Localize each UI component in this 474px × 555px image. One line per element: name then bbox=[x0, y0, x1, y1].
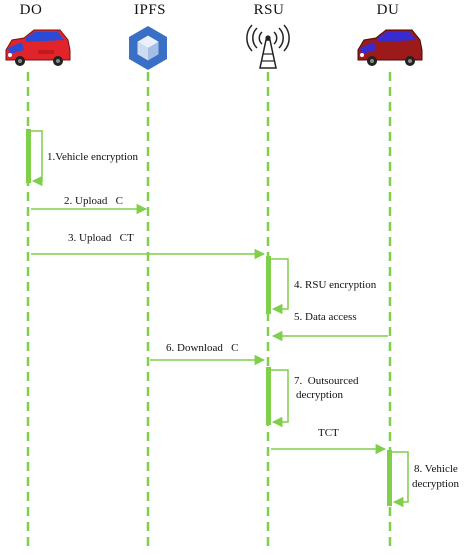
label-upload-c: 2. Upload C bbox=[64, 195, 123, 207]
label-download-c: 6. Download C bbox=[166, 342, 239, 354]
self-arrow-vehicle-decryption bbox=[392, 451, 409, 508]
label-data-access: 5. Data access bbox=[294, 311, 357, 323]
label-decryption-du: decryption bbox=[412, 478, 460, 490]
participant-do-label: DO bbox=[19, 2, 43, 18]
label-tct: TCT bbox=[318, 427, 339, 439]
participant-ipfs-label: IPFS bbox=[133, 2, 167, 18]
self-arrow-vehicle-encryption bbox=[31, 130, 43, 187]
participant-du-label: DU bbox=[376, 2, 400, 18]
activation-rsu-1 bbox=[266, 256, 271, 314]
dark-red-car-icon bbox=[357, 29, 423, 66]
activation-do bbox=[26, 129, 31, 183]
antenna-tower-icon bbox=[246, 24, 290, 69]
label-decryption-rsu: decryption bbox=[296, 389, 344, 401]
self-arrow-outsourced-decryption bbox=[271, 369, 289, 428]
label-upload-ct: 3. Upload CT bbox=[68, 232, 134, 244]
participant-rsu-label: RSU bbox=[253, 2, 285, 18]
label-rsu-encryption: 4. RSU encryption bbox=[294, 279, 377, 291]
label-vehicle: 8. Vehicle bbox=[414, 463, 458, 475]
label-outsourced: 7. Outsourced bbox=[294, 375, 359, 387]
red-car-icon bbox=[5, 29, 71, 66]
activation-du bbox=[387, 450, 392, 506]
ipfs-cube-icon bbox=[129, 26, 167, 70]
label-vehicle-encryption: 1.Vehicle encryption bbox=[47, 151, 139, 163]
activation-rsu-2 bbox=[266, 367, 271, 425]
self-arrow-rsu-encryption bbox=[271, 258, 289, 315]
